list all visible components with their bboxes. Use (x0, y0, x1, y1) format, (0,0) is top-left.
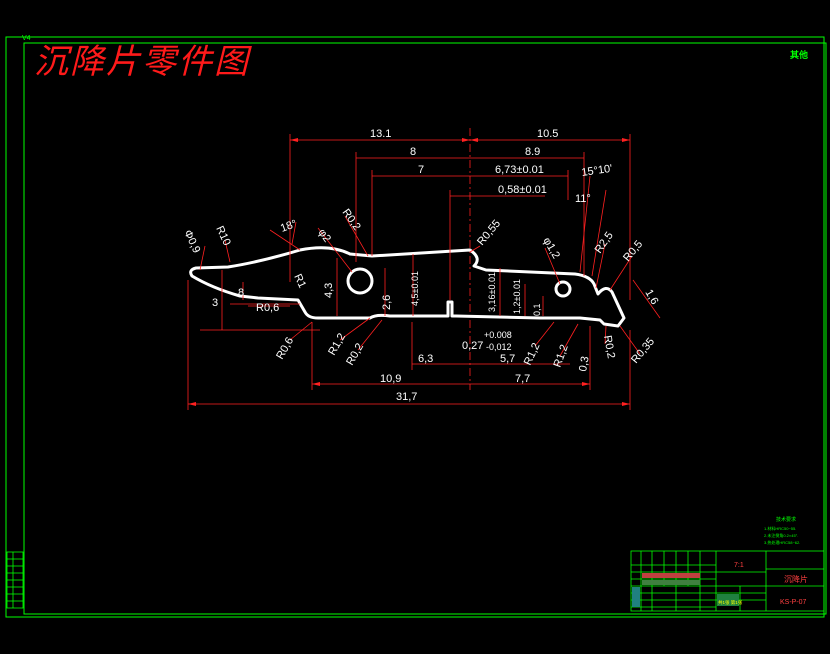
dim-8: 8 (410, 146, 416, 158)
dim-2-6: 2,6 (381, 295, 393, 310)
drawing-title: 沉降片零件图 (34, 42, 250, 82)
dim-r1-2-c: R1,2 (552, 343, 571, 369)
outer-frame (5, 36, 825, 618)
dim-3-16: 3,16±0.01 (487, 272, 497, 312)
dim-r0-2-a: R0,2 (340, 207, 363, 233)
dim-10-5: 10.5 (537, 128, 558, 140)
dimension-lines (187, 134, 661, 410)
notes-line-1: 1.材料HRC50~55. (764, 525, 796, 531)
part-outline (189, 246, 626, 328)
dim-r2-5: R2,5 (593, 230, 616, 256)
dim-1-2-v: 1,2±0.01 (512, 279, 522, 314)
dim-3: 3 (212, 297, 218, 309)
dim-31-7: 31,7 (396, 391, 417, 403)
dim-phi0-9: Φ0,9 (181, 228, 202, 255)
dim-phi1-2: φ1,2 (540, 236, 562, 261)
dim-r0-2-b: R0,2 (344, 341, 366, 367)
dim-1-6: 1,6 (642, 288, 660, 307)
notes-heading: 技术要求 (776, 516, 796, 523)
dim-r1: R1 (291, 272, 308, 290)
dim-r1-2-a: R1,2 (326, 331, 348, 357)
dim-18deg: 18° (279, 218, 299, 235)
dim-10-9: 10,9 (380, 373, 401, 385)
dim-0-58: 0,58±0.01 (498, 184, 547, 196)
dim-8-small: 8 (238, 287, 244, 299)
dim-r10: R10 (213, 224, 232, 247)
dim-0-1: 0,1 (532, 303, 542, 316)
dim-5-7: 5,7 (500, 353, 515, 365)
arrowheads (188, 138, 630, 406)
dim-0-27: 0,27 (462, 340, 483, 352)
dim-6-3: 6,3 (418, 353, 433, 365)
dim-r0-6-a: R0,6 (256, 302, 279, 314)
dim-4-5: 4,5±0.01 (410, 271, 420, 306)
dim-7-7: 7,7 (515, 373, 530, 385)
dim-6-73: 6,73±0.01 (495, 164, 544, 176)
notes-line-2: 2.未注倒角0.2×45°. (764, 532, 798, 538)
top-left-mark: V4 (22, 35, 31, 42)
inner-frame (23, 42, 827, 615)
dim-0-3: 0,3 (577, 355, 591, 372)
corner-mark: 其他 (790, 50, 809, 60)
title-block-sheet: 共1张 第1张 (718, 599, 743, 606)
dim-r1-2-b: R1,2 (522, 341, 543, 367)
dim-11deg: 11° (575, 193, 591, 205)
dim-0-27-upper: +0.008 (484, 330, 512, 340)
title-block-ratio: 7:1 (734, 562, 744, 569)
dim-8-9: 8.9 (525, 146, 540, 158)
dim-15-10: 15°10' (581, 163, 613, 179)
dim-r0-2-c: R0,2 (601, 334, 617, 359)
notes-line-3: 3.热处理HRC58~62. (764, 539, 800, 545)
dim-0-27-lower: -0,012 (486, 342, 512, 352)
title-block-fill (632, 573, 739, 607)
dim-r0-55: R0,55 (475, 218, 503, 248)
dim-7: 7 (418, 164, 424, 176)
dim-4-3: 4,3 (323, 283, 335, 298)
dim-r0-5: R0,5 (621, 238, 645, 264)
title-block-drawing-no: KS-P-07 (780, 599, 807, 606)
dim-r0-35: R0,35 (629, 336, 657, 366)
dim-phi2: φ2 (316, 227, 333, 245)
left-side-table (6, 551, 24, 609)
dim-r0-6-b: R0,6 (274, 335, 296, 361)
dim-13-1: 13.1 (370, 128, 391, 140)
title-block-part-name: 沉降片 (784, 574, 808, 584)
